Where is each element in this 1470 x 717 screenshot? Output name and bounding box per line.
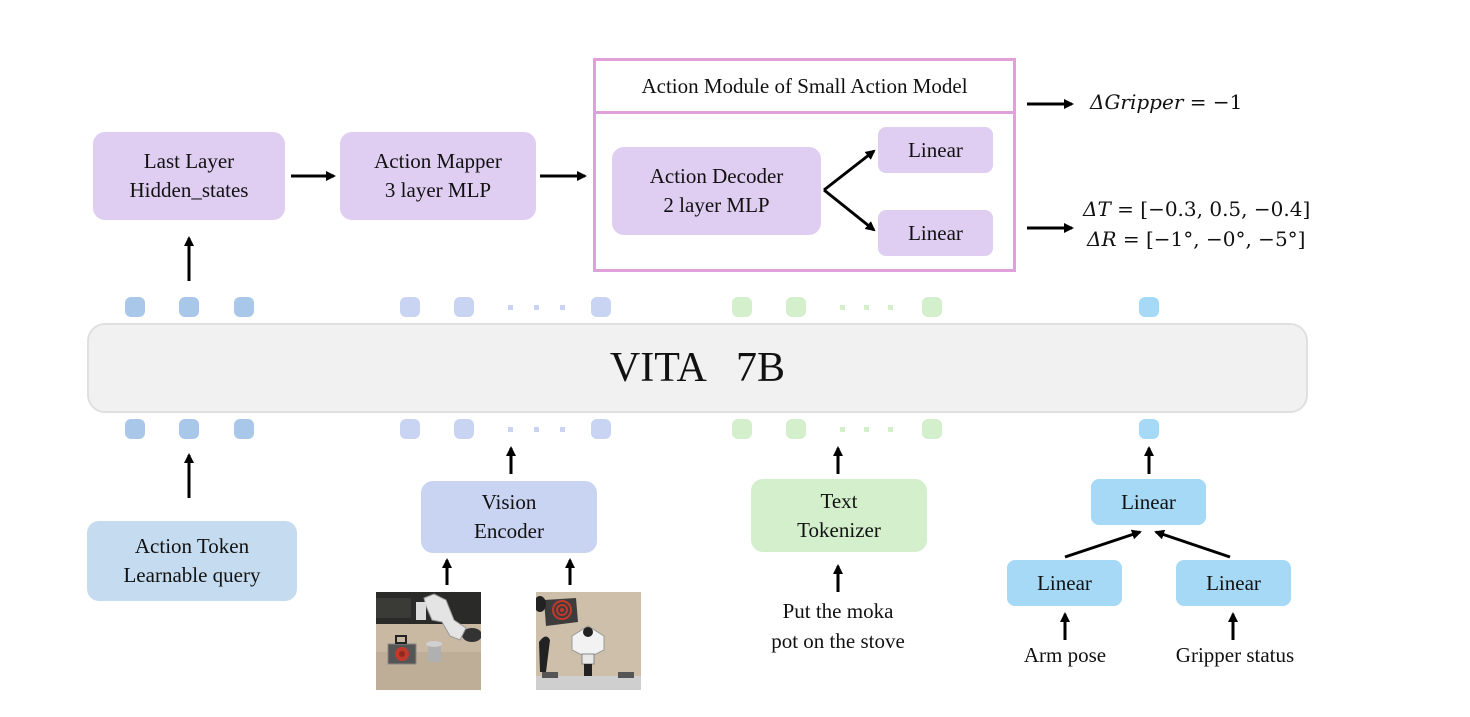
- instruction-line1: Put the moka: [782, 599, 894, 623]
- action-token-out: [125, 297, 145, 317]
- text-token-in: [732, 419, 752, 439]
- rotation-output-lhs: ΔR: [1087, 227, 1117, 251]
- instruction-line2: pot on the stove: [771, 629, 905, 653]
- vision-ellipsis-dot: [508, 427, 513, 432]
- third-person-camera-image: [376, 592, 481, 690]
- translation-output-lhs: ΔT: [1083, 197, 1111, 221]
- arrow-decoder-to-linear-bottom: [823, 188, 876, 232]
- vision-ellipsis-dot: [560, 427, 565, 432]
- text-token-out: [786, 297, 806, 317]
- arrow-decoder-to-linear-top: [823, 149, 876, 192]
- wrist-camera-image: [536, 592, 641, 690]
- last-layer-hidden-states-box: Last Layer Hidden_states: [93, 132, 285, 220]
- vita-backbone: VITA 7B: [87, 323, 1308, 413]
- third-person-scene: [376, 592, 481, 690]
- text-ellipsis-dot: [888, 427, 893, 432]
- gripper-output-rhs: = −1: [1183, 90, 1243, 114]
- text-ellipsis-dot: [840, 427, 845, 432]
- linear-arm-label: Linear: [1037, 570, 1092, 595]
- last-layer-line1: Last Layer: [143, 149, 235, 173]
- action-decoder-line1: Action Decoder: [649, 164, 784, 188]
- action-decoder-box: Action Decoder 2 layer MLP: [612, 147, 821, 235]
- arrow-gripper-linear-to-merge: [1154, 529, 1231, 559]
- linear-merge-box: Linear: [1091, 479, 1206, 525]
- vision-token-in: [591, 419, 611, 439]
- linear-gripper-head-label: Linear: [908, 137, 963, 162]
- last-layer-line2: Hidden_states: [129, 178, 249, 202]
- text-ellipsis-dot: [864, 305, 869, 310]
- arm-pose-label: Arm pose: [1023, 643, 1107, 667]
- linear-gripper-head-box: Linear: [878, 127, 993, 173]
- text-token-in: [786, 419, 806, 439]
- gripper-status-label: Gripper status: [1175, 643, 1295, 667]
- text-tokenizer-line2: Tokenizer: [797, 517, 881, 542]
- linear-gripper-label: Linear: [1206, 570, 1261, 595]
- vision-ellipsis-dot: [534, 305, 539, 310]
- instruction-text: Put the moka pot on the stove: [740, 596, 936, 656]
- text-token-in: [922, 419, 942, 439]
- text-ellipsis-dot: [840, 305, 845, 310]
- text-tokenizer-line1: Text: [820, 488, 858, 513]
- wrist-scene: [536, 592, 641, 690]
- text-token-out: [732, 297, 752, 317]
- action-token-in: [179, 419, 199, 439]
- gripper-output-equation: ΔGripper = −1: [1090, 90, 1242, 114]
- vision-token-out: [454, 297, 474, 317]
- vision-ellipsis-dot: [534, 427, 539, 432]
- linear-pose-head-label: Linear: [908, 220, 963, 245]
- text-token-out: [922, 297, 942, 317]
- vision-encoder-box: Vision Encoder: [421, 481, 597, 553]
- arrow-arm-linear-to-merge: [1064, 529, 1142, 559]
- text-ellipsis-dot: [864, 427, 869, 432]
- text-tokenizer-box: Text Tokenizer: [751, 479, 927, 552]
- vision-ellipsis-dot: [560, 305, 565, 310]
- action-token-in: [125, 419, 145, 439]
- vision-token-in: [400, 419, 420, 439]
- action-mapper-line1: Action Mapper: [374, 149, 502, 173]
- gripper-output-lhs: ΔGripper: [1090, 90, 1184, 114]
- action-mapper-line2: 3 layer MLP: [384, 178, 492, 202]
- text-ellipsis-dot: [888, 305, 893, 310]
- vision-token-out: [400, 297, 420, 317]
- action-token-box: Action Token Learnable query: [87, 521, 297, 601]
- vita-backbone-label: VITA 7B: [609, 345, 786, 391]
- action-token-out: [179, 297, 199, 317]
- action-mapper-box: Action Mapper 3 layer MLP: [340, 132, 536, 220]
- proprio-token-in: [1139, 419, 1159, 439]
- action-module-title: Action Module of Small Action Model: [596, 61, 1013, 114]
- vision-token-out: [591, 297, 611, 317]
- action-decoder-line2: 2 layer MLP: [663, 193, 770, 217]
- rotation-output-rhs: = [−1°, −0°, −5°]: [1116, 227, 1306, 251]
- action-token-out: [234, 297, 254, 317]
- vision-encoder-line2: Encoder: [474, 519, 544, 543]
- translation-output-rhs: = [−0.3, 0.5, −0.4]: [1110, 197, 1311, 221]
- rotation-output-equation: ΔR = [−1°, −0°, −5°]: [1087, 227, 1305, 251]
- linear-merge-label: Linear: [1121, 489, 1176, 514]
- action-token-line2: Learnable query: [123, 563, 261, 587]
- linear-gripper-box: Linear: [1176, 560, 1291, 606]
- vision-ellipsis-dot: [508, 305, 513, 310]
- vision-encoder-line1: Vision: [481, 490, 537, 514]
- linear-pose-head-box: Linear: [878, 210, 993, 256]
- translation-output-equation: ΔT = [−0.3, 0.5, −0.4]: [1083, 197, 1310, 221]
- linear-arm-box: Linear: [1007, 560, 1122, 606]
- vision-token-in: [454, 419, 474, 439]
- action-token-in: [234, 419, 254, 439]
- action-token-line1: Action Token: [134, 534, 250, 558]
- action-module-frame: Action Module of Small Action Model: [593, 58, 1016, 272]
- proprio-token-out: [1139, 297, 1159, 317]
